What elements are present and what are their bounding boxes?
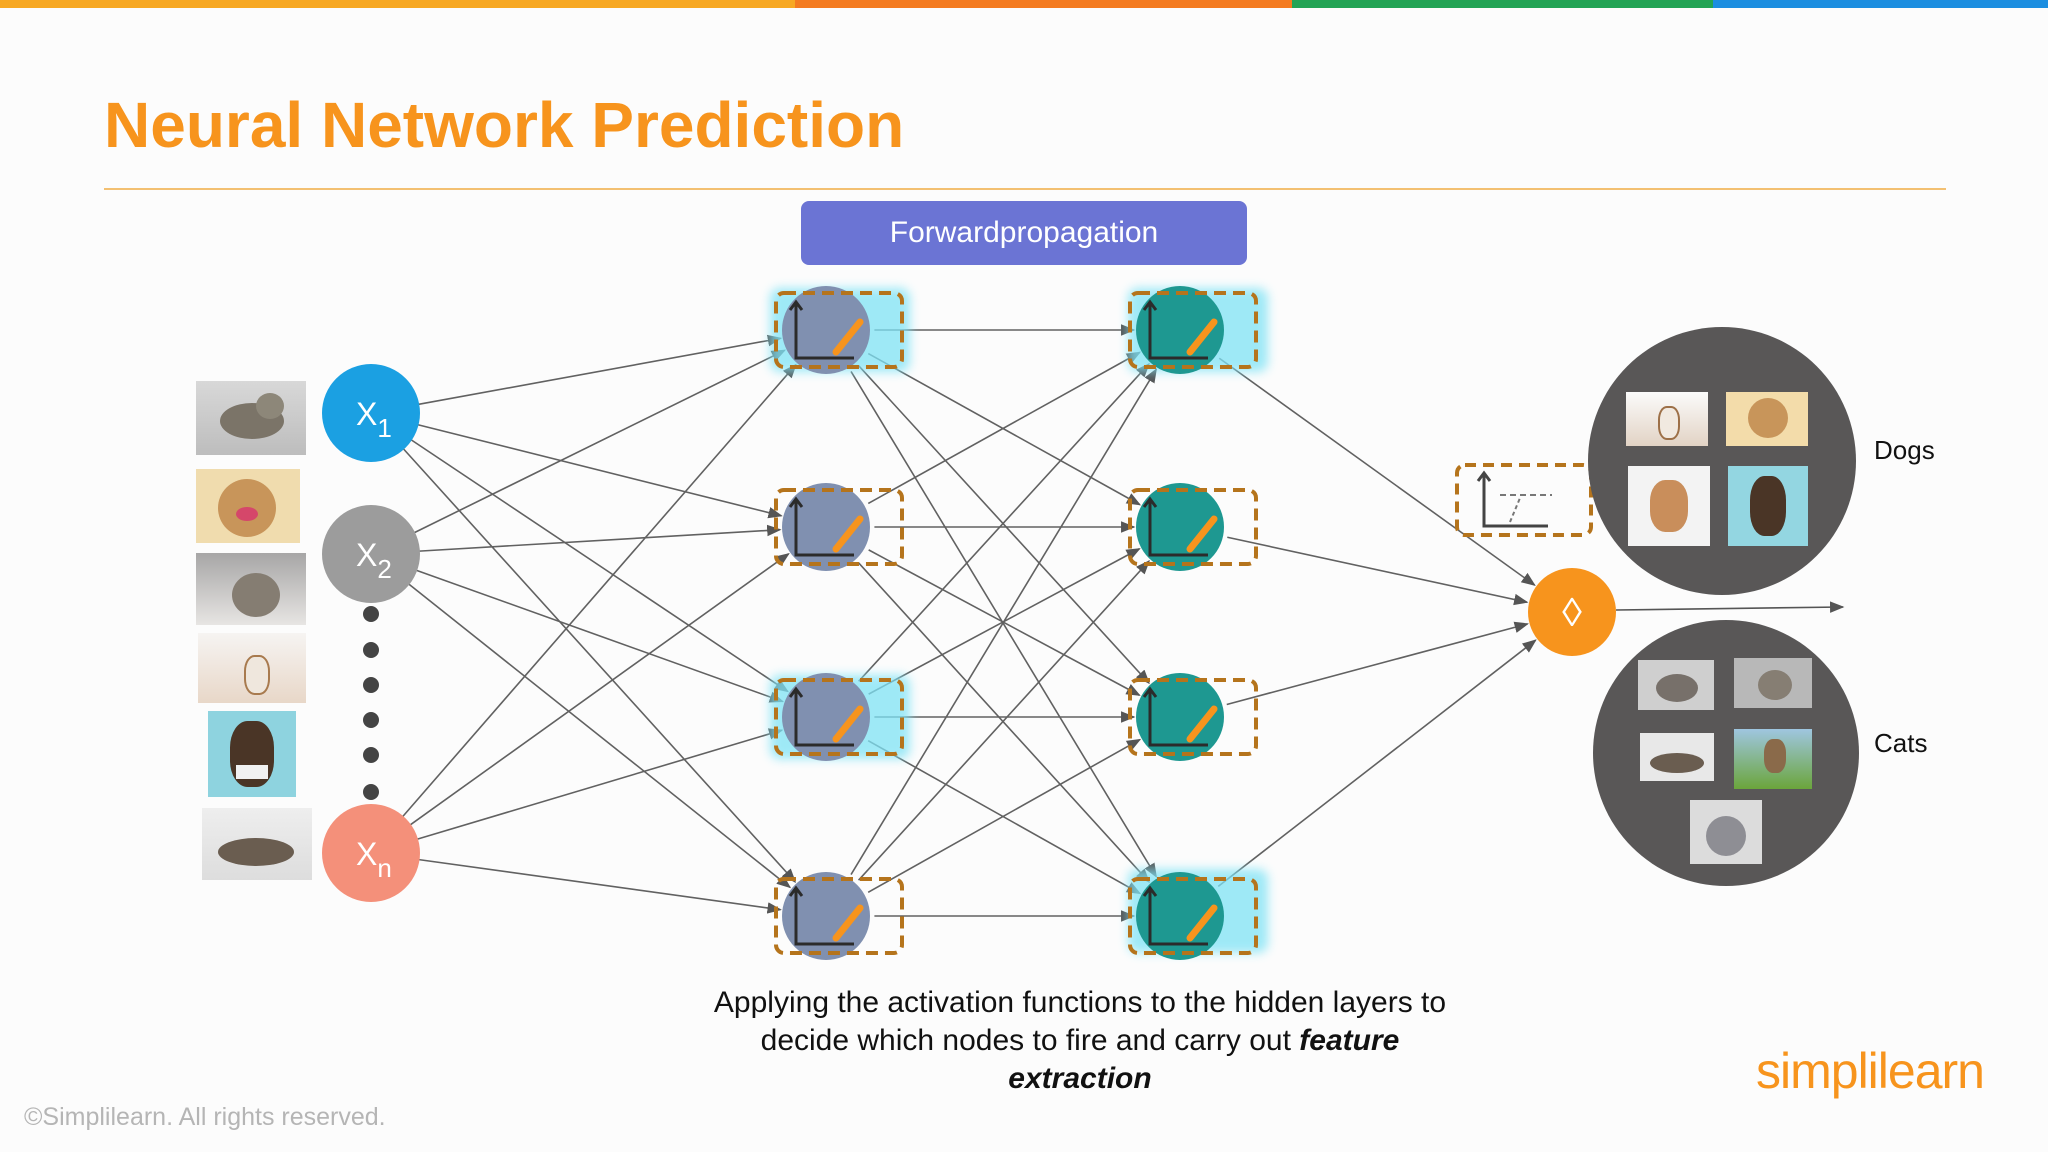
connection-31 (1217, 639, 1537, 887)
cat-group-image-5 (1690, 800, 1762, 864)
hidden-layer-1 (774, 286, 904, 960)
dogs-label: Dogs (1874, 435, 1935, 465)
simplilearn-logo: simplilearn (1756, 1043, 1985, 1099)
input-node-x2 (322, 505, 420, 603)
output-symbol: ◊ (1562, 591, 1582, 635)
output-node (1528, 568, 1616, 656)
input-image-cat-3 (202, 808, 312, 880)
cat-group-image-3 (1640, 733, 1714, 781)
connection-1 (417, 423, 783, 519)
connection-19 (857, 562, 1151, 884)
connection-2 (410, 439, 789, 693)
title-divider (104, 188, 1946, 190)
hidden1-node-3 (774, 673, 904, 761)
top-color-bar (0, 0, 2048, 8)
caption-line-1: Applying the activation functions to the… (713, 986, 1447, 1019)
connection-8 (402, 363, 797, 818)
cat-group-image-1 (1638, 660, 1714, 710)
dog-group-image-1 (1626, 392, 1708, 446)
copyright-notice: ©Simplilearn. All rights reserved. (24, 1103, 386, 1131)
hidden1-node-2 (774, 483, 904, 571)
connection-4 (414, 349, 787, 534)
input-xn-label: Xn (356, 836, 392, 883)
caption: Applying the activation functions to the… (630, 984, 1530, 1098)
input-image-dog-1 (196, 469, 300, 543)
slide-title: Neural Network Prediction (104, 89, 905, 161)
hidden2-node-2 (1128, 483, 1258, 571)
caption-emphasis-feature: feature (1299, 1024, 1400, 1057)
input-node-x1 (322, 364, 420, 462)
connection-25 (857, 559, 1151, 881)
activation-glows (770, 288, 1268, 953)
ellipsis-dots (363, 606, 379, 800)
connection-7 (408, 583, 792, 889)
caption-line-2: decide which nodes to fire and carry out… (760, 1024, 1400, 1057)
connection-10 (417, 728, 784, 840)
input-node-xn (322, 804, 420, 902)
cat-group-image-4 (1734, 729, 1812, 789)
connection-16 (867, 351, 1142, 505)
connection-28 (1218, 357, 1536, 586)
connection-3 (402, 448, 797, 883)
hidden2-node-1 (1128, 286, 1258, 374)
input-image-dog-2 (198, 633, 306, 703)
dog-group-image-3 (1628, 466, 1710, 546)
connection-15 (850, 371, 1157, 878)
connection-11 (418, 858, 782, 914)
network-connections (402, 324, 1537, 922)
forwardpropagation-text: Forwardpropagation (889, 216, 1159, 249)
connection-9 (409, 552, 790, 826)
connection-6 (416, 569, 785, 703)
connection-30 (1226, 621, 1529, 706)
hidden2-node-3 (1128, 673, 1258, 761)
connection-26 (867, 738, 1142, 893)
connection-14 (858, 365, 1150, 685)
cat-group-image-2 (1734, 658, 1812, 708)
input-x2-label: X2 (356, 537, 392, 584)
hidden-layer-2 (1128, 286, 1258, 960)
input-image-cat-2 (196, 553, 306, 625)
output-arrow (1615, 601, 1845, 613)
connection-29 (1227, 536, 1529, 606)
hidden1-node-1 (774, 286, 904, 374)
caption-emphasis-extraction: extraction (1008, 1062, 1152, 1095)
input-image-dog-3 (208, 711, 296, 797)
input-image-cat-1 (196, 381, 306, 455)
hidden1-node-4 (774, 872, 904, 960)
connection-24 (850, 368, 1157, 875)
input-x1-label: X1 (356, 396, 392, 443)
output-activation-box (1455, 463, 1593, 537)
connection-5 (419, 524, 782, 552)
hidden2-node-4 (1128, 872, 1258, 960)
forwardpropagation-label: Forwardpropagation (801, 201, 1247, 265)
dog-group-image-2 (1726, 392, 1808, 446)
cats-label: Cats (1874, 728, 1928, 758)
dog-group-image-4 (1728, 466, 1808, 546)
dogs-group-disc (1588, 327, 1856, 595)
connection-0 (418, 334, 783, 406)
connection-23 (867, 740, 1142, 895)
connection-20 (858, 362, 1150, 682)
connection-13 (867, 352, 1142, 506)
